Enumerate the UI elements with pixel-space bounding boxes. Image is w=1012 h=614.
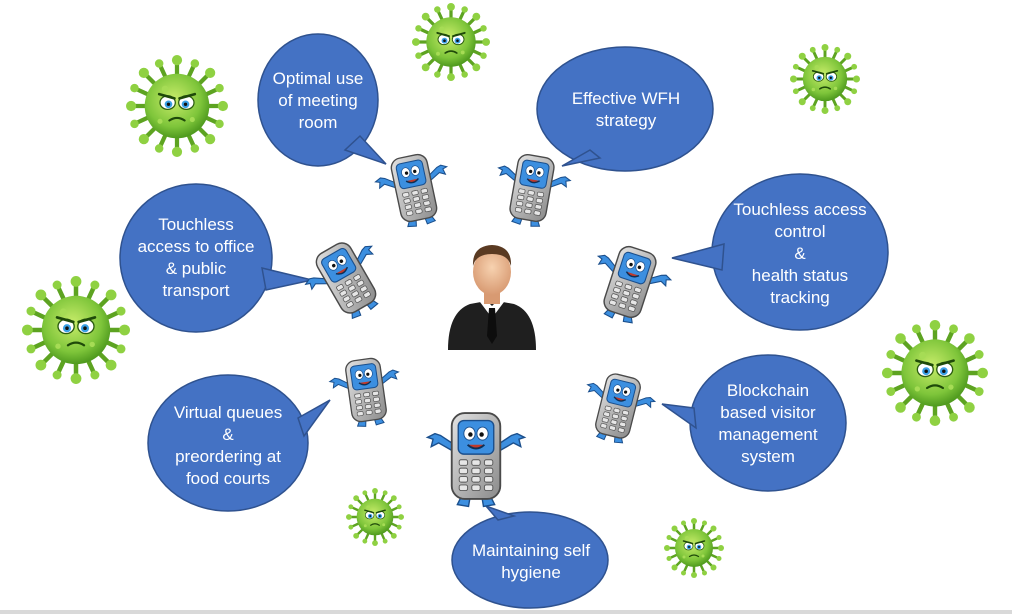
- coronavirus-icon: [346, 488, 404, 546]
- bubble-label-touchless-access-control: Touchless access control & health status…: [733, 200, 867, 307]
- mobile-phone-mascot: [488, 149, 575, 233]
- speech-bubble: [257, 33, 387, 167]
- coronavirus-icon: [22, 276, 130, 384]
- bottom-divider: [0, 610, 1012, 614]
- coronavirus-icon: [664, 518, 724, 578]
- coronavirus-icon: [882, 320, 988, 426]
- businessman-icon: [448, 245, 536, 350]
- bubble-label-meeting-room: Optimal use of meeting room: [272, 69, 364, 132]
- mobile-phone-mascot: [580, 237, 678, 333]
- coronavirus-icon: [790, 44, 860, 114]
- speech-bubble: [119, 183, 313, 333]
- mobile-phone-mascot: [426, 412, 526, 508]
- bubble-label-self-hygiene: Maintaining self hygiene: [471, 541, 591, 582]
- coronavirus-icon: [412, 3, 490, 81]
- speech-bubble: [671, 173, 889, 331]
- bubble-label-touchless-office-access: Touchless access to office & public tran…: [137, 215, 255, 300]
- coronavirus-icon: [126, 55, 228, 157]
- speech-bubble: [536, 46, 714, 172]
- speech-bubble: [451, 504, 609, 609]
- mobile-phone-mascot: [326, 354, 407, 432]
- mobile-phone-mascot: [574, 367, 660, 450]
- mobile-phone-mascot: [295, 228, 400, 333]
- speech-bubble: [661, 354, 847, 492]
- bubble-label-virtual-queues: Virtual queues & preordering at food cou…: [173, 403, 283, 488]
- speech-bubble: [147, 374, 331, 512]
- bubble-label-blockchain-visitor: Blockchain based visitor management syst…: [718, 381, 818, 466]
- bubble-label-wfh-strategy: Effective WFH strategy: [571, 89, 681, 130]
